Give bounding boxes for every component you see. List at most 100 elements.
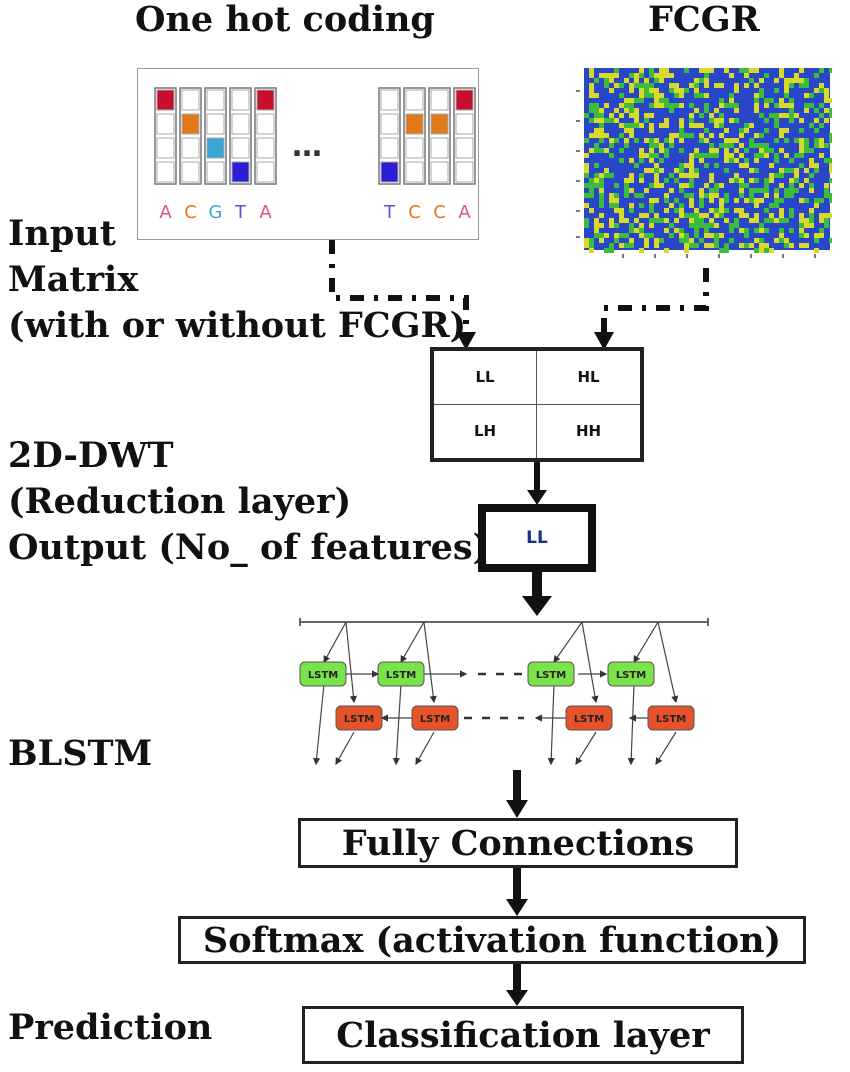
fcgr-pixel [619,133,624,138]
fcgr-pixel [814,238,819,243]
fcgr-pixel [664,218,669,223]
fcgr-pixel [739,193,744,198]
one-hot-cell [430,137,449,159]
fcgr-pixel [609,248,614,253]
fcgr-pixel [664,153,669,158]
fcgr-pixel [744,228,749,233]
one-hot-cell [256,113,275,135]
fcgr-pixel [769,218,774,223]
fcgr-pixel [789,108,794,113]
fcgr-pixel [689,168,694,173]
fcgr-pixel [744,158,749,163]
fcgr-pixel [664,208,669,213]
fcgr-pixel [684,243,689,248]
fcgr-pixel [779,148,784,153]
fcgr-pixel [619,93,624,98]
fcgr-pixel [769,98,774,103]
fcgr-pixel [629,103,634,108]
fcgr-pixel [779,228,784,233]
fcgr-pixel [734,108,739,113]
fcgr-pixel [589,93,594,98]
fcgr-pixel [704,73,709,78]
left-nucleotide-letter: C [184,202,197,223]
one-hot-cell [455,89,474,111]
fcgr-pixel [649,83,654,88]
fcgr-pixel [689,158,694,163]
lstm-cell: LSTM [565,705,613,731]
fcgr-pixel [759,88,764,93]
fcgr-pixel [739,143,744,148]
blstm-connections [313,621,679,766]
fcgr-pixel [709,133,714,138]
lstm-cell-label: LSTM [616,670,646,681]
fcgr-pixel [804,143,809,148]
left-column [204,87,227,185]
fcgr-pixel [679,203,684,208]
one-hot-cell [455,137,474,159]
fcgr-pixel [799,118,804,123]
fcgr-pixel [739,128,744,133]
fcgr-pixel [809,163,814,168]
fcgr-pixel [719,103,724,108]
fcgr-pixel [789,158,794,163]
fcgr-pixel [754,213,759,218]
fcgr-pixel [829,193,832,198]
fcgr-pixel [589,188,594,193]
fcgr-pixel [704,163,709,168]
fcgr-pixel [789,228,794,233]
fcgr-pixel [739,178,744,183]
fcgr-pixel [809,148,814,153]
fcgr-pixel [754,83,759,88]
fcgr-pixel [824,93,829,98]
fcgr-pixel [639,193,644,198]
fcgr-pixel [669,133,674,138]
fcgr-pixel [829,98,832,103]
fcgr-pixel [649,158,654,163]
fcgr-pixel [824,223,829,228]
fcgr-pixel [619,158,624,163]
fcgr-pixel [669,138,674,143]
fcgr-pixel [794,178,799,183]
fcgr-pixel [784,113,789,118]
one-hot-cell [231,89,250,111]
fcgr-pixel [749,193,754,198]
one-hot-cell [231,161,250,183]
fcgr-pixel [684,68,689,73]
fcgr-pixel [759,243,764,248]
fcgr-pixel [714,83,719,88]
fcgr-pixel [694,148,699,153]
fcgr-pixel [609,78,614,83]
fcgr-pixel [599,148,604,153]
fcgr-pixel [794,73,799,78]
fcgr-pixel [764,193,769,198]
fcgr-pixel [799,223,804,228]
fcgr-pixel [619,218,624,223]
fcgr-pixel [789,118,794,123]
fcgr-pixel [814,248,819,253]
fcgr-pixel [824,188,829,193]
fcgr-pixel [649,68,654,73]
one-hot-cell [405,137,424,159]
fcgr-pixel [769,173,774,178]
fcgr-pixel [634,163,639,168]
fcgr-pixel [679,88,684,93]
fcgr-pixel [734,88,739,93]
lstm-cell: LSTM [335,705,383,731]
fcgr-pixel [649,168,654,173]
fcgr-pixel [759,143,764,148]
fcgr-pixel [649,198,654,203]
one-hot-cell [380,137,399,159]
fcgr-pixel [639,248,644,253]
fcgr-pixel [824,88,829,93]
fcgr-pixel [674,93,679,98]
fcgr-pixel [789,98,794,103]
fcgr-pixel [709,233,714,238]
fcgr-pixel [689,243,694,248]
fcgr-pixel [634,228,639,233]
fcgr-pixel [624,233,629,238]
fcgr-pixel [614,118,619,123]
fcgr-pixel [659,158,664,163]
fcgr-pixel [639,158,644,163]
fcgr-pixel [799,228,804,233]
softmax-box: Softmax (activation function) [178,916,806,964]
